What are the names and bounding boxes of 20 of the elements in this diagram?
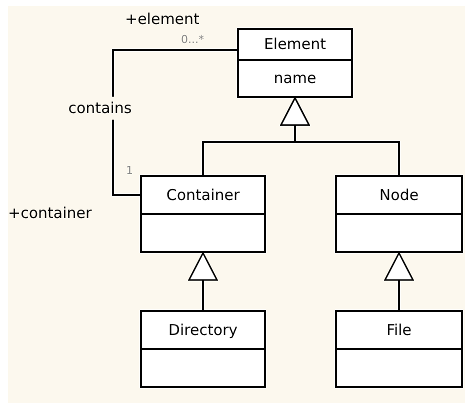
class-name: Container: [166, 184, 240, 206]
attribute-text: name: [274, 68, 316, 90]
class-name: File: [386, 320, 412, 341]
generalization-arrow: [188, 252, 218, 310]
class-name: Element: [264, 34, 326, 56]
multiplicity-label: 1: [126, 163, 133, 179]
edge-label: contains: [67, 96, 133, 120]
class-box: [335, 310, 463, 388]
generalization-arrow: [384, 252, 414, 310]
association-line: [112, 49, 237, 196]
class-name: Directory: [168, 320, 238, 341]
multiplicity-label: 0...*: [181, 32, 204, 48]
class-name: Node: [379, 184, 419, 206]
generalization-arrow: [280, 97, 400, 175]
class-box: [335, 175, 463, 253]
class-box: [140, 175, 266, 253]
class-box: [237, 28, 353, 98]
class-box: [140, 310, 266, 388]
role-label: +element: [125, 9, 200, 30]
role-label: +container: [8, 203, 92, 224]
